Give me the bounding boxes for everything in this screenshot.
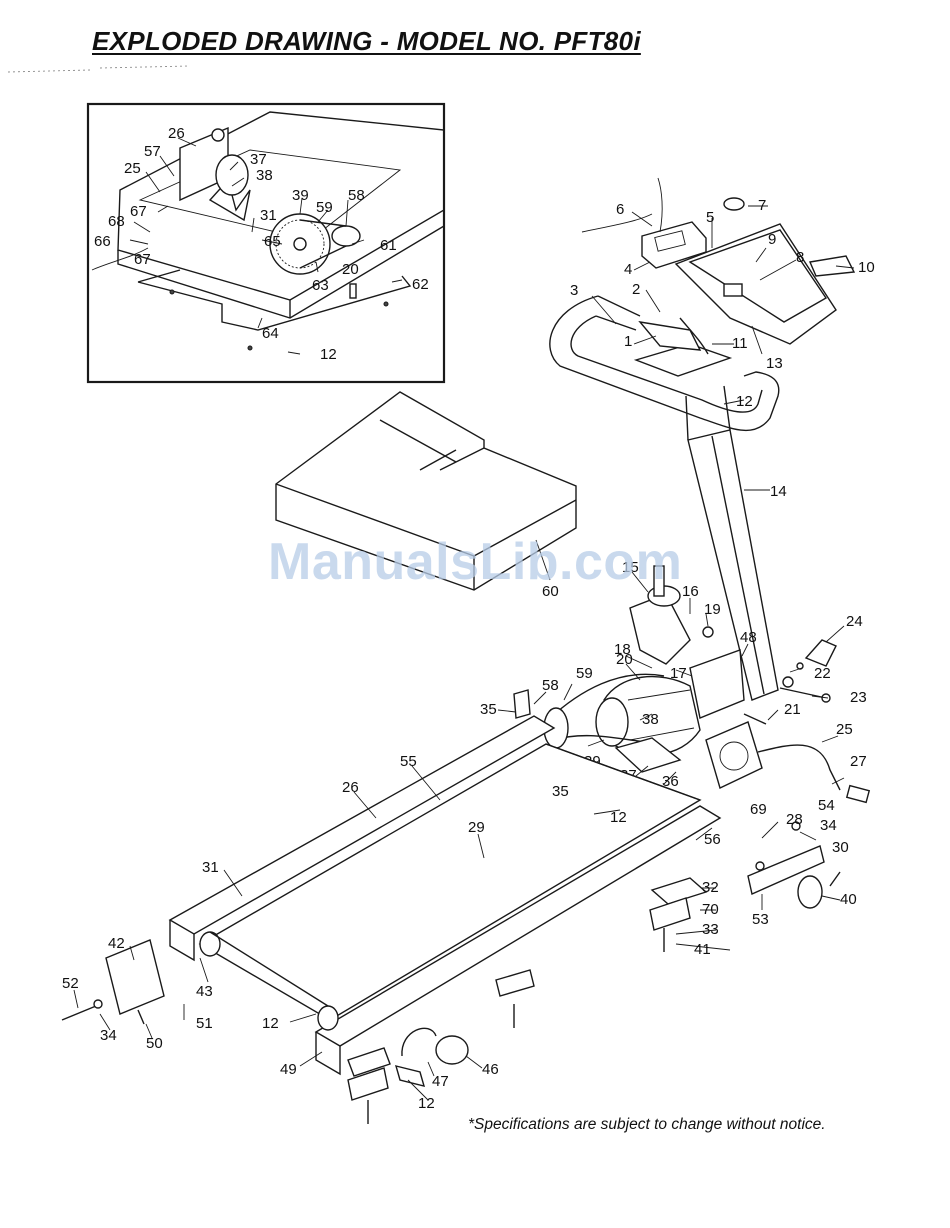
callout: 12 [736, 393, 753, 410]
callout: 24 [846, 613, 863, 630]
callout: 21 [784, 701, 801, 718]
callout: 19 [704, 601, 721, 618]
callout: 9 [768, 231, 776, 248]
console-assembly: 6 7 5 9 8 10 4 3 2 1 11 13 12 [549, 177, 875, 432]
callout: 52 [62, 975, 79, 992]
inset-callout: 37 [250, 151, 267, 168]
inset-callout: 61 [380, 237, 397, 254]
inset-callout: 26 [168, 125, 185, 142]
callout: 56 [704, 831, 721, 848]
inset-callout: 63 [312, 277, 329, 294]
callout: 14 [770, 483, 787, 500]
callout: 50 [146, 1035, 163, 1052]
callout: 12 [418, 1095, 435, 1112]
callout: 15 [622, 559, 639, 576]
callout: 69 [750, 801, 767, 818]
callout: 13 [766, 355, 783, 372]
callout: 31 [202, 859, 219, 876]
frame-callout-labels: 55 26 35 54 69 12 29 34 56 28 30 31 32 5… [62, 753, 857, 1112]
callout: 46 [482, 1061, 499, 1078]
callout: 26 [342, 779, 359, 796]
callout: 27 [850, 753, 867, 770]
callout: 43 [196, 983, 213, 1000]
callout: 23 [850, 689, 867, 706]
callout: 17 [670, 665, 687, 682]
upright-post: 14 60 [535, 385, 787, 701]
inset-callout: 59 [316, 199, 333, 216]
watermark: ManualsLib.com [268, 533, 683, 591]
callout: 51 [196, 1015, 213, 1032]
callout: 30 [832, 839, 849, 856]
callout: 29 [468, 819, 485, 836]
callout: 33 [702, 921, 719, 938]
inset-callout: 65 [264, 233, 281, 250]
callout: 10 [858, 259, 875, 276]
inset-callout: 62 [412, 276, 429, 293]
inset-callout: 66 [94, 233, 111, 250]
callout: 55 [400, 753, 417, 770]
drive-assembly: 15 16 19 24 48 22 18 17 20 23 59 58 35 2… [480, 559, 871, 804]
callout: 22 [814, 665, 831, 682]
callout: 54 [818, 797, 835, 814]
inset-callout: 57 [144, 143, 161, 160]
inset-callout: 25 [124, 160, 141, 177]
callout: 49 [280, 1061, 297, 1078]
callout: 11 [732, 335, 748, 352]
inset-callout: 68 [108, 213, 125, 230]
inset-callout: 58 [348, 187, 365, 204]
inset-callout: 64 [262, 325, 279, 342]
callout: 42 [108, 935, 125, 952]
inset-frame [86, 102, 446, 384]
callout: 34 [100, 1027, 117, 1044]
footnote: *Specifications are subject to change wi… [468, 1116, 826, 1133]
callout: 28 [786, 811, 803, 828]
inset-callout: 12 [320, 346, 337, 363]
inset-callout: 67 [130, 203, 147, 220]
callout: 7 [758, 197, 766, 214]
callout: 18 [614, 641, 631, 658]
treadmill-frame: 55 26 35 54 69 12 29 34 56 28 30 31 32 5… [61, 715, 857, 1124]
callout: 48 [740, 629, 757, 646]
callout: 4 [624, 261, 632, 278]
callout: 12 [262, 1015, 279, 1032]
callout: 32 [702, 879, 719, 896]
callout: 20 [616, 651, 633, 668]
callout: 1 [624, 333, 632, 350]
callout: 58 [542, 677, 559, 694]
inset-callout: 38 [256, 167, 273, 184]
callout: 36 [662, 773, 679, 790]
callout: 12 [610, 809, 627, 826]
callout: 34 [820, 817, 837, 834]
inset-callout: 39 [292, 187, 309, 204]
callout: 3 [570, 282, 578, 299]
scan-specks [7, 65, 191, 73]
callout: 70 [702, 901, 719, 918]
inset-callout: 67 [134, 251, 151, 268]
callout: 59 [576, 665, 593, 682]
callout: 41 [694, 941, 711, 958]
callout: 35 [552, 783, 569, 800]
inset-callout: 31 [260, 207, 277, 224]
inset-detail: 26 57 37 25 38 39 58 59 31 67 68 66 65 6… [86, 102, 446, 384]
callout: 6 [616, 201, 624, 218]
callout: 40 [840, 891, 857, 908]
callout: 35 [480, 701, 497, 718]
callout: 25 [836, 721, 853, 738]
console-callout-labels: 6 7 5 9 8 10 4 3 2 1 11 13 12 [570, 197, 875, 410]
inset-bottom-plate [137, 275, 412, 331]
callout: 2 [632, 281, 640, 298]
callout: 16 [682, 583, 699, 600]
motor-hood [275, 391, 577, 591]
callout: 38 [642, 711, 659, 728]
inset-callout: 20 [342, 261, 359, 278]
callout: 47 [432, 1073, 449, 1090]
callout: 53 [752, 911, 769, 928]
callout: 8 [796, 249, 804, 266]
page-title: EXPLODED DRAWING - MODEL NO. PFT80i [92, 26, 641, 56]
callout: 5 [706, 209, 714, 226]
inset-callout-labels: 26 57 37 25 38 39 58 59 31 67 68 66 65 6… [94, 125, 429, 363]
callout: 60 [542, 583, 559, 600]
